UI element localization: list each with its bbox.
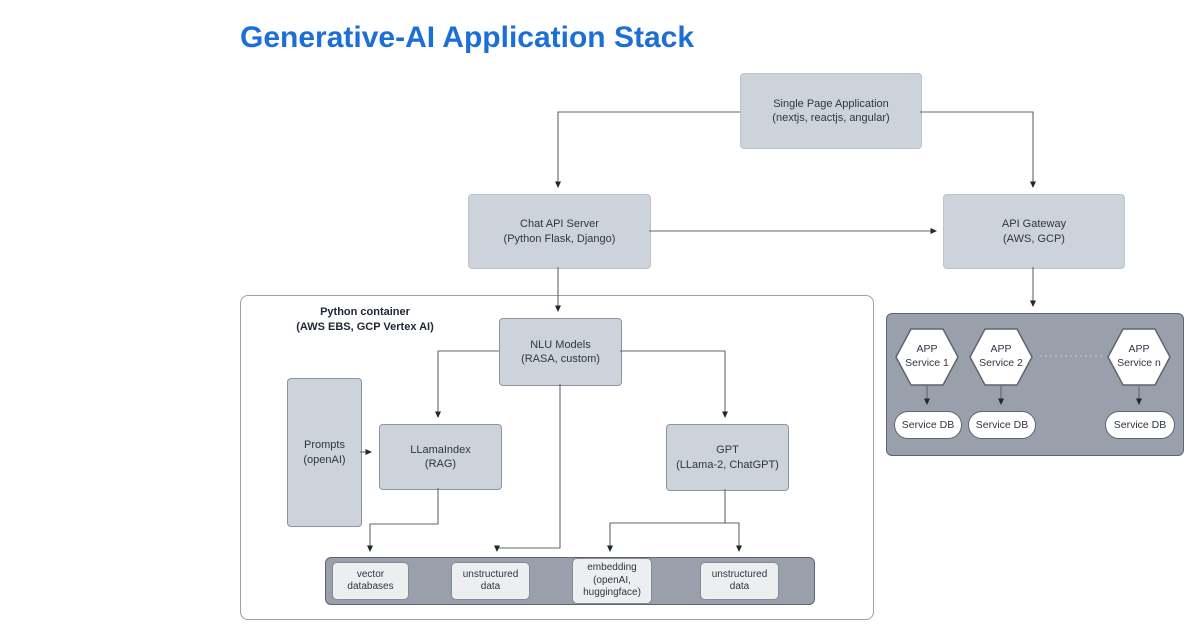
page-title: Generative-AI Application Stack <box>240 21 695 54</box>
hexagon-app-service-1: APP Service 1 <box>895 328 959 386</box>
node-nlu-models: NLU Models (RASA, custom) <box>499 318 622 386</box>
node-prompts: Prompts (openAI) <box>287 378 362 527</box>
pill-service-db-1: Service DB <box>894 411 962 439</box>
connector-spa-to-api-gateway <box>920 111 1036 188</box>
hexagon-app-service-2: APP Service 2 <box>969 328 1033 386</box>
node-chat-api-server: Chat API Server (Python Flask, Django) <box>468 194 651 269</box>
chip-unstructured-data-2: unstructured data <box>700 562 779 600</box>
pill-service-db-n: Service DB <box>1105 411 1175 439</box>
node-llamaindex: LLamaIndex (RAG) <box>379 424 502 490</box>
hexagon-shape <box>969 328 1033 386</box>
hexagon-label: APP Service 2 <box>979 343 1023 369</box>
hexagon-shape <box>1107 328 1171 386</box>
python-container-label: Python container (AWS EBS, GCP Vertex AI… <box>296 306 434 333</box>
chip-embedding: embedding (openAI, huggingface) <box>572 558 652 604</box>
chip-unstructured-data-1: unstructured data <box>451 562 530 600</box>
connector-spa-to-chat-api <box>555 111 740 188</box>
hexagon-label: APP Service 1 <box>905 343 949 369</box>
node-api-gateway: API Gateway (AWS, GCP) <box>943 194 1125 269</box>
node-gpt: GPT (LLama-2, ChatGPT) <box>666 424 789 491</box>
node-single-page-application: Single Page Application (nextjs, reactjs… <box>740 73 922 149</box>
hexagon-label: APP Service n <box>1117 343 1161 369</box>
chip-vector-databases: vector databases <box>332 562 409 600</box>
hexagon-shape <box>895 328 959 386</box>
pill-service-db-2: Service DB <box>968 411 1036 439</box>
hexagon-app-service-n: APP Service n <box>1107 328 1171 386</box>
